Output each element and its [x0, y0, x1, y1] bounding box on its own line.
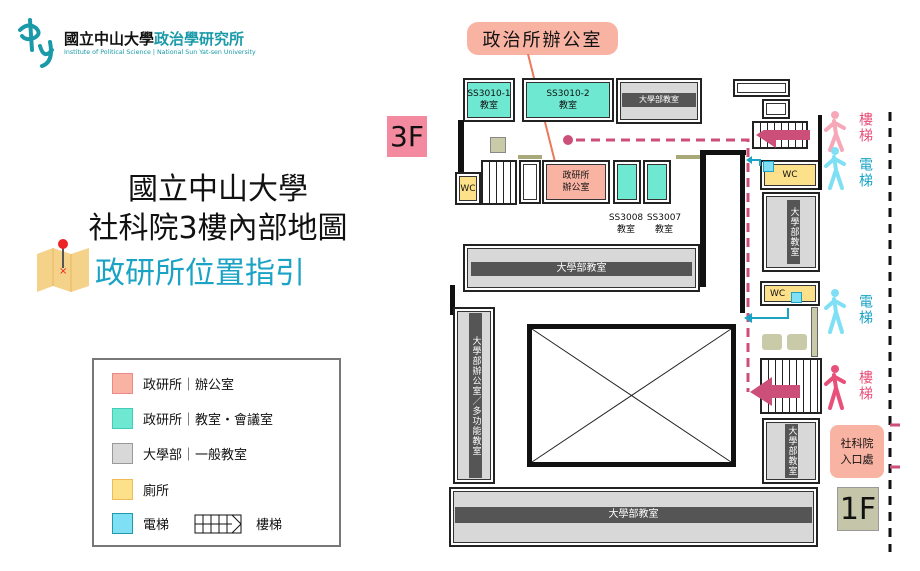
floor-badge-1f: 1F [837, 487, 879, 531]
svg-text:×: × [59, 266, 67, 277]
room-top-ug[interactable]: 大學部教室 [616, 78, 702, 124]
label-ss3007: SS3007 教室 [646, 213, 682, 235]
room-wc-right-bottom[interactable]: WC [760, 281, 820, 306]
courtyard [527, 324, 736, 467]
room-right-ug-2[interactable]: 大學部教室 [762, 418, 820, 484]
legend-item-elevator: 電梯 樓梯 [112, 513, 282, 534]
room-left-column[interactable]: 大學部辦公室／多功能教室 [453, 307, 495, 484]
stairs-icon [194, 514, 242, 533]
room-ss3007[interactable] [643, 160, 671, 204]
room-ss3010-1[interactable]: SS3010-1 教室 [463, 78, 515, 122]
legend-item-office: 政研所｜辦公室 [112, 373, 234, 394]
elevator-icon [763, 161, 774, 172]
heading-line1: 國立中山大學 [128, 172, 308, 207]
entrance-label: 社科院入口處 [830, 425, 884, 478]
building-boundary [888, 112, 900, 552]
walking-person-stairs-icon [824, 365, 846, 410]
room-ips-office[interactable]: 政研所 辦公室 [542, 160, 610, 204]
label-ss3008: SS3008 教室 [608, 213, 644, 235]
label-stairs-bottom: 樓梯 [857, 370, 873, 402]
wall [450, 285, 455, 315]
legend-stairs-label: 樓梯 [256, 518, 283, 533]
room-ss3008[interactable] [613, 160, 641, 204]
label-stairs-top: 樓梯 [857, 112, 873, 144]
bench [811, 307, 818, 357]
wall [740, 153, 745, 313]
table-icon [787, 334, 807, 350]
heading-line2: 社科院3樓內部地圖 [88, 211, 348, 246]
logo: 國立中山大學政治學研究所 Institute of Political Scie… [14, 16, 274, 68]
floor-badge-3f: 3F [387, 116, 427, 157]
room-storage [519, 160, 541, 204]
wall [700, 150, 746, 155]
wall [700, 150, 706, 287]
legend-item-classroom: 政研所｜教室・會議室 [112, 408, 273, 429]
bench [676, 155, 700, 159]
callout-office: 政治所辦公室 [467, 22, 618, 55]
map-pin-icon: × [37, 239, 89, 292]
logo-title-dept: 政治學研究所 [154, 30, 245, 48]
label-elevator-top: 電梯 [857, 157, 873, 189]
room-small [762, 99, 790, 119]
room-wc-left[interactable]: WC [455, 172, 481, 205]
logo-subtitle: Institute of Political Science | Nationa… [64, 49, 256, 56]
route-path [563, 130, 810, 406]
walking-person-elevator-icon [824, 147, 846, 190]
logo-title-school: 國立中山大學 [64, 30, 155, 48]
heading-line3: 政研所位置指引 [95, 256, 305, 291]
room-small [733, 79, 790, 97]
elevator-icon [791, 292, 802, 303]
wall [818, 115, 822, 190]
label-elevator-bottom: 電梯 [857, 294, 873, 326]
wall [458, 120, 464, 175]
table-icon [762, 334, 782, 350]
walking-person-stairs-icon [824, 111, 846, 152]
room-bottom-ug[interactable]: 大學部教室 [449, 487, 818, 547]
legend: 政研所｜辦公室 政研所｜教室・會議室 大學部｜一般教室 廁所 電梯 樓梯 [92, 358, 341, 547]
walking-person-elevator-icon [824, 289, 846, 334]
room-ss3010-2[interactable]: SS3010-2 教室 [522, 78, 614, 122]
stairs-left [481, 160, 517, 205]
room-right-ug[interactable]: 大學部教室 [762, 192, 820, 272]
legend-item-ug: 大學部｜一般教室 [112, 443, 247, 464]
bench [518, 155, 542, 159]
room-mid-ug[interactable]: 大學部教室 [463, 244, 700, 292]
table-icon [490, 137, 506, 153]
legend-item-wc: 廁所 [112, 479, 169, 500]
logo-mark-icon [18, 18, 54, 68]
